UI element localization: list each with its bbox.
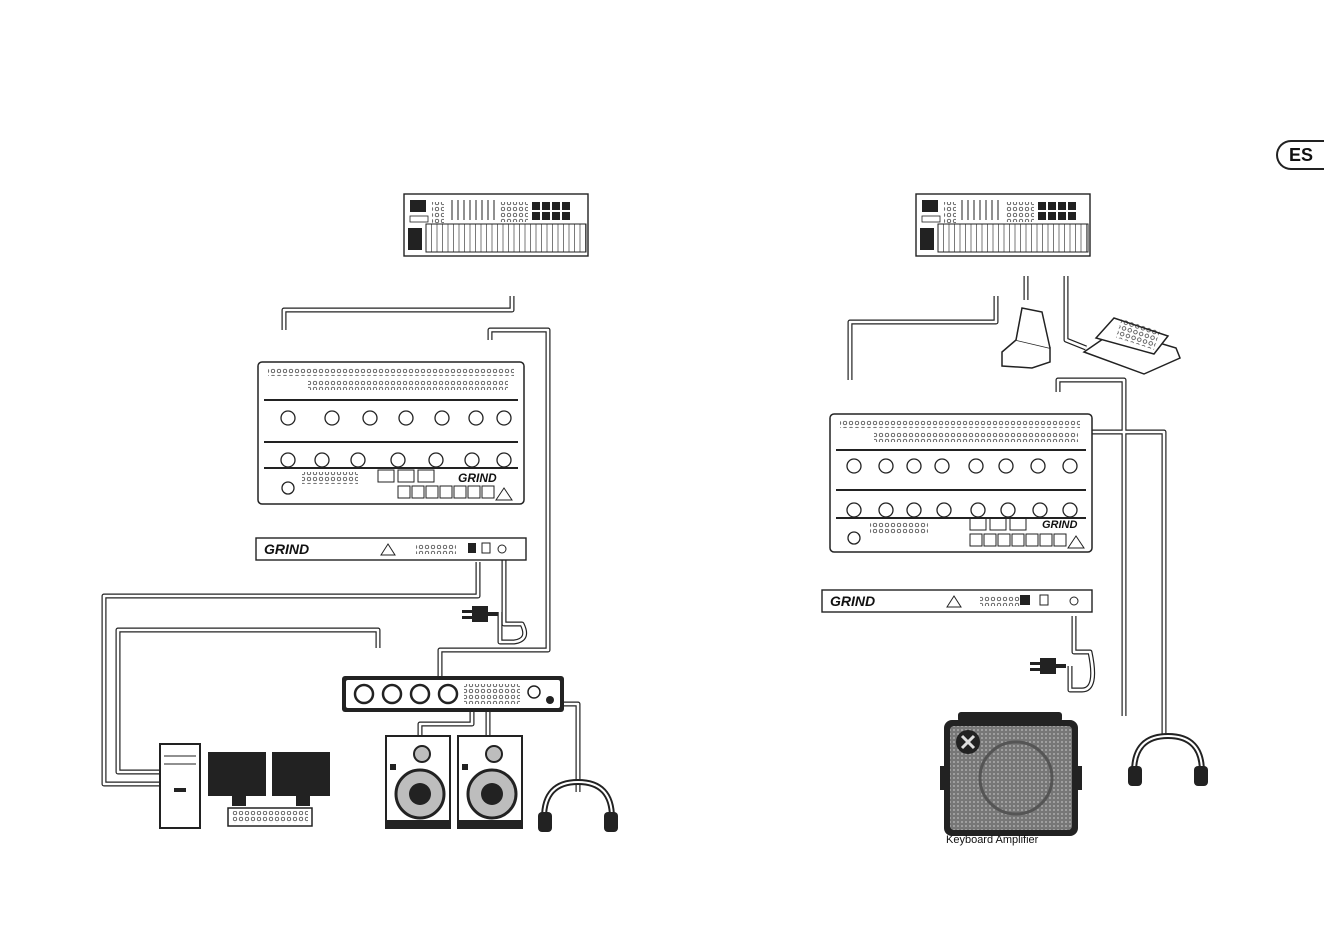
- midi-keyboard-icon: [916, 194, 1090, 256]
- sustain-pedal-icon: [1002, 308, 1050, 368]
- language-badge: ES: [1276, 140, 1324, 170]
- synth-brand-mark: GRIND: [458, 471, 497, 485]
- synth-brand-mark: GRIND: [1042, 519, 1078, 531]
- synthesizer-icon: GRIND: [830, 414, 1092, 552]
- computer-icon: [160, 744, 330, 828]
- amplifier-label: Keyboard Amplifier: [946, 834, 1039, 846]
- midi-keyboard-icon: [404, 194, 588, 256]
- audio-interface-icon: [342, 676, 564, 712]
- psu-brand-mark: GRIND: [264, 541, 309, 557]
- synthesizer-icon: GRIND: [258, 362, 524, 504]
- psu-brand-mark: GRIND: [830, 593, 875, 609]
- expression-pedal-icon: [1084, 318, 1180, 374]
- power-plug-icon: [462, 606, 498, 622]
- power-supply-icon: GRIND: [822, 590, 1092, 612]
- headphones-icon: [1128, 736, 1208, 786]
- power-supply-icon: GRIND: [256, 538, 526, 560]
- studio-monitor-icon: [386, 736, 522, 828]
- power-plug-icon: [1030, 658, 1066, 674]
- keyboard-amplifier-icon: [940, 712, 1082, 836]
